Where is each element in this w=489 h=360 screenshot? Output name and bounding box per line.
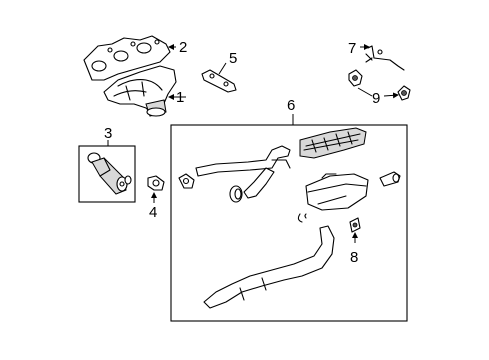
muffler-hanger (349, 217, 361, 233)
callout-3: 3 (104, 125, 112, 142)
flange-gasket (147, 175, 165, 191)
exhaust-manifold (103, 65, 177, 117)
catalytic-converter (87, 152, 132, 195)
muffler (305, 173, 369, 211)
exhaust-hanger-right (397, 85, 411, 101)
front-pipe-gasket (178, 173, 195, 189)
front-exhaust-pipe (195, 145, 291, 199)
resonator (299, 127, 367, 159)
callout-4: 4 (149, 204, 157, 221)
intermediate-pipe (203, 225, 335, 309)
callout-1: 1 (176, 89, 184, 106)
tail-pipe-tip (379, 171, 401, 187)
callout-2: 2 (179, 39, 187, 56)
callout-9: 9 (372, 90, 380, 107)
catalytic-converter-box (78, 145, 136, 203)
pipe-clamp (297, 213, 307, 223)
callout-5: 5 (229, 50, 237, 67)
callout-8: 8 (350, 249, 358, 266)
exhaust-hanger-left (348, 69, 363, 87)
exhaust-hanger-bracket (365, 45, 405, 71)
manifold-gasket (83, 35, 171, 81)
callout-6: 6 (287, 97, 295, 114)
callout-7: 7 (348, 40, 356, 57)
pipe-isolator (229, 185, 243, 203)
manifold-heat-shield (201, 69, 237, 93)
exhaust-system-box (170, 124, 408, 322)
